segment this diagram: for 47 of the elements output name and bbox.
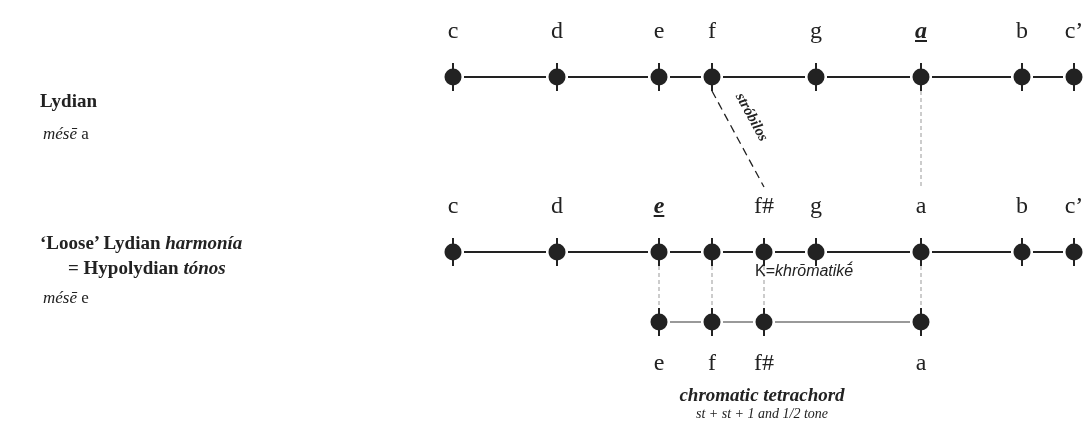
- interval-note: st + st + 1 and 1/2 tone: [695, 406, 829, 422]
- staff-line: [722, 251, 754, 253]
- note-name: f#: [753, 191, 775, 220]
- note-name: a: [914, 348, 928, 377]
- staff-line: [567, 76, 649, 78]
- note-name: d: [550, 16, 564, 45]
- staff-line: [931, 76, 1012, 78]
- note-name: f: [707, 16, 717, 45]
- staff-line: [722, 321, 754, 323]
- staff-line: [567, 251, 649, 253]
- note-name: b: [1015, 16, 1029, 45]
- mese-note: mésē e: [43, 288, 89, 308]
- staff-line: [669, 251, 702, 253]
- mode-name: Lydian: [40, 90, 98, 112]
- mode-name: ‘Loose’ Lydian harmonía = Hypolydian tónos: [40, 231, 244, 280]
- note-name: b: [1015, 191, 1029, 220]
- staff-line: [931, 251, 1012, 253]
- staff-line: [463, 251, 547, 253]
- note-name: a: [914, 16, 928, 45]
- staff-line: [463, 76, 547, 78]
- note-name: g: [809, 16, 823, 45]
- note-name: c’: [1063, 191, 1085, 220]
- staff-line: [826, 76, 911, 78]
- staff-line: [1032, 76, 1064, 78]
- note-name: c: [446, 16, 460, 45]
- staff-line: [826, 251, 911, 253]
- note-name: a: [914, 191, 928, 220]
- note-name: c’: [1063, 16, 1085, 45]
- note-name: c: [446, 191, 460, 220]
- note-symbol: K=khrōmatikḗ: [755, 262, 854, 280]
- note-name: e: [652, 348, 666, 377]
- staff-line: [669, 76, 702, 78]
- note-name: f: [707, 348, 717, 377]
- note-name: e: [652, 191, 666, 220]
- note-name: f#: [753, 348, 775, 377]
- note-name: g: [809, 191, 823, 220]
- staff-line: [774, 321, 911, 323]
- dashed-line: [711, 90, 765, 188]
- staff-line: [1032, 251, 1064, 253]
- staff-line: [669, 321, 702, 323]
- note-name: d: [550, 191, 564, 220]
- mese-note: mésē a: [43, 124, 89, 144]
- staff-line: [722, 76, 806, 78]
- tetrachord-title: chromatic tetrachord: [679, 384, 845, 406]
- staff-line: [774, 251, 806, 253]
- dashed-line: [920, 90, 922, 188]
- note-name: e: [652, 16, 666, 45]
